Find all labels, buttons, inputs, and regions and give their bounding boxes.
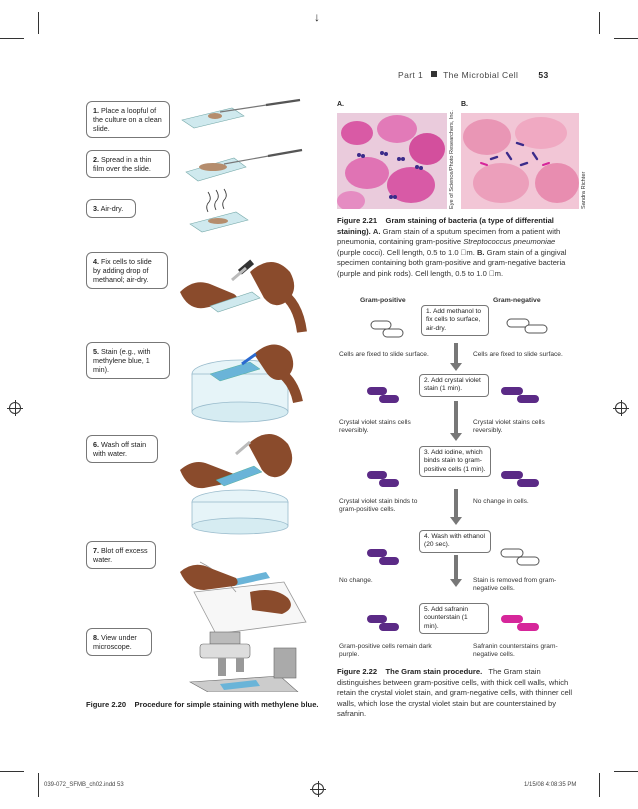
crop-mark xyxy=(38,12,39,34)
staining-procedure-illustrations xyxy=(180,98,307,692)
photo-b-label: B. xyxy=(461,101,468,108)
chapter-title: The Microbial Cell xyxy=(443,70,519,80)
sputum-gram-stain-image xyxy=(337,113,447,209)
crop-mark xyxy=(599,12,600,34)
flow-step-4-box: 4. Wash with ethanol (20 sec). xyxy=(419,530,491,553)
photo-a-credit: Eye of Science/Photo Researchers, Inc. xyxy=(449,110,455,209)
crop-mark xyxy=(599,773,600,797)
blot-paper-illustration xyxy=(180,561,307,635)
flow-step-3-box: 3. Add iodine, which binds stain to gram… xyxy=(419,446,491,477)
photo-a xyxy=(337,113,447,209)
flow-r3-left: Crystal violet stain binds to gram-posit… xyxy=(339,498,418,514)
step-box-6: 6. Wash off stain with water. xyxy=(86,435,158,463)
down-arrow-icon: ↓ xyxy=(314,10,320,24)
flow-r5-right: Safranin counterstains gram-negative cel… xyxy=(473,643,558,659)
photo-b xyxy=(461,113,579,209)
flow-r2-left: Crystal violet stains cells reversibly. xyxy=(339,419,411,435)
crop-mark xyxy=(614,38,638,39)
flow-r3-right: No change in cells. xyxy=(473,498,529,505)
stain-tray-illustration xyxy=(191,344,303,423)
step-box-3: 3. Air-dry. xyxy=(86,199,136,218)
crop-mark xyxy=(614,771,638,772)
gram-negative-heading: Gram-negative xyxy=(493,297,541,304)
hands-fixing-illustration xyxy=(180,259,307,333)
flow-r4-right: Stain is removed from gram-negative cell… xyxy=(473,577,557,593)
step-box-1: 1. Place a loopful of the culture on a c… xyxy=(86,101,170,138)
step-box-7: 7. Blot off excess water. xyxy=(86,541,156,569)
step-box-5: 5. Stain (e.g., with methylene blue, 1 m… xyxy=(86,342,170,379)
flow-step-1-box: 1. Add methanol to fix cells to surface,… xyxy=(421,305,489,336)
crop-mark xyxy=(0,38,24,39)
figure-2-20-caption: Figure 2.20 Procedure for simple stainin… xyxy=(86,700,319,709)
air-dry-illustration xyxy=(189,188,249,233)
page-number: 53 xyxy=(538,70,549,80)
photo-b-credit: Sandra Richter xyxy=(581,171,587,209)
flow-r2-right: Crystal violet stains cells reversibly. xyxy=(473,419,545,435)
flow-r5-left: Gram-positive cells remain dark purple. xyxy=(339,643,432,659)
wash-illustration xyxy=(180,434,293,535)
registration-mark-icon xyxy=(7,400,23,416)
microscope-illustration xyxy=(188,631,299,692)
footer-date: 1/15/08 4:08:35 PM xyxy=(524,782,577,788)
flow-step-2-box: 2. Add crystal violet stain (1 min). xyxy=(419,374,489,397)
slide-with-loop-illustration xyxy=(181,98,301,129)
figure-2-21-caption: Figure 2.21 Gram staining of bacteria (a… xyxy=(337,216,567,278)
flow-r1-left: Cells are fixed to slide surface. xyxy=(339,351,429,358)
slide-spread-illustration xyxy=(185,148,303,182)
running-header: Part 1 The Microbial Cell 53 xyxy=(398,70,549,80)
registration-mark-icon xyxy=(310,781,326,797)
step-box-4: 4. Fix cells to slide by adding drop of … xyxy=(86,252,168,289)
registration-mark-icon xyxy=(613,400,629,416)
part-label: Part 1 xyxy=(398,70,424,80)
flow-r1-right: Cells are fixed to slide surface. xyxy=(473,351,563,358)
photo-a-label: A. xyxy=(337,101,344,108)
flow-r4-left: No change. xyxy=(339,577,373,584)
step-box-2: 2. Spread in a thin film over the slide. xyxy=(86,150,170,178)
crop-mark xyxy=(0,771,24,772)
flow-step-5-box: 5. Add safranin counterstain (1 min). xyxy=(419,603,489,634)
footer-file: 039-072_SFMB_ch02.indd 53 xyxy=(44,782,124,788)
crop-mark xyxy=(38,773,39,797)
gram-stain-flow-graphics xyxy=(367,318,548,631)
figure-2-22-caption: Figure 2.22 The Gram stain procedure. Th… xyxy=(337,667,573,718)
square-bullet-icon xyxy=(431,71,438,77)
flow-arrows xyxy=(450,343,462,587)
gingival-gram-stain-image xyxy=(461,113,579,209)
gram-positive-heading: Gram-positive xyxy=(360,297,406,304)
step-box-8: 8. View under microscope. xyxy=(86,628,152,656)
